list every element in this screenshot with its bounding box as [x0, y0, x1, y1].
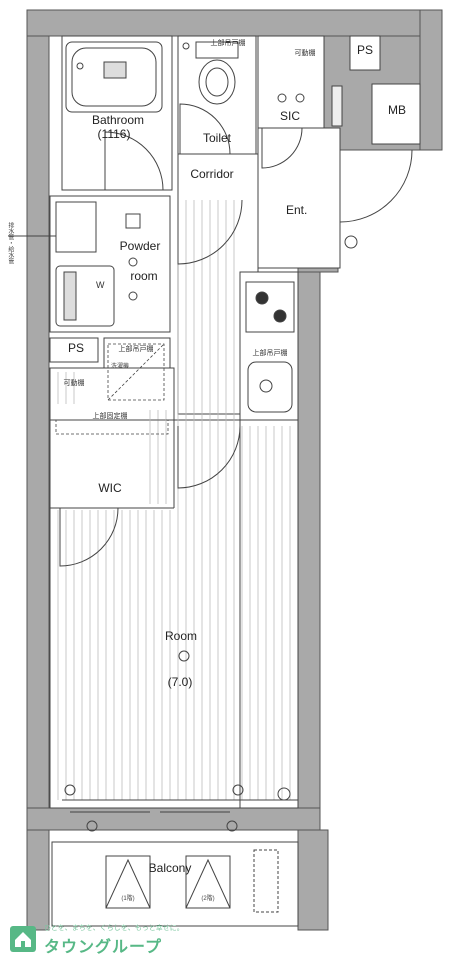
kitchen-stove [245, 281, 295, 413]
toilet-area [177, 35, 257, 155]
balcony-units [105, 849, 279, 913]
bathroom-size: (1116) [97, 127, 131, 141]
bathroom-door [104, 131, 164, 191]
washer-mark: W [96, 280, 105, 290]
balcony-area [51, 841, 299, 927]
wall-top [26, 9, 443, 37]
house-logo-icon [10, 926, 36, 952]
shelf-hatches [55, 343, 169, 435]
movable-shelf-mid: 可動棚 [63, 380, 85, 387]
sic-area [257, 35, 325, 129]
toilet-label: Toilet [202, 131, 232, 145]
wic-label: WIC [98, 481, 122, 495]
room-door [177, 425, 241, 489]
balcony-unit-left: (1階) [121, 896, 135, 902]
upper-shelf-wic: 上部固定棚 [92, 413, 128, 420]
entrance-door [339, 149, 413, 223]
wall-right-top [419, 9, 443, 151]
floor-stripes [57, 200, 291, 800]
toilet-fixture [182, 41, 239, 105]
bathtub [65, 41, 163, 113]
logo-name: タウングループ [44, 939, 163, 956]
balcony-label: Balcony [148, 861, 192, 875]
powder-label: Powder [119, 239, 161, 253]
balcony-unit-right: (2階) [201, 896, 215, 902]
entrance-area [257, 127, 341, 269]
pipe-note: 排水管・給水管 [6, 222, 13, 264]
washer-label: 洗濯機 [110, 364, 130, 370]
company-logo: ひとを、まちを、くらしを、もっと幸せに。 タウングループ [4, 920, 204, 958]
powder-door [177, 199, 243, 265]
room-size: (7.0) [167, 675, 193, 689]
entrance-label: Ent. [286, 203, 308, 217]
wall-balcony-right [297, 829, 329, 931]
logo-tagline: ひとを、まちを、くらしを、もっと幸せに。 [44, 925, 184, 932]
upper-cabinet-powder: 上部吊戸棚 [118, 346, 154, 353]
movable-shelf-top: 可動棚 [294, 50, 316, 57]
ps-mid-label: PS [67, 341, 85, 355]
sic-door [261, 127, 303, 169]
bathroom-label: Bathroom [91, 113, 145, 127]
detail-lines [8, 195, 298, 808]
wic-door [59, 507, 119, 567]
ps-top-area [349, 35, 381, 71]
wall-balcony-left [26, 829, 50, 931]
toilet-door [179, 103, 231, 155]
ps-mid-area [49, 337, 99, 363]
wall-right-room [297, 229, 321, 831]
powder-sub-label: room [130, 269, 158, 283]
wall-left [26, 9, 50, 831]
mb-area [371, 83, 421, 145]
upper-cabinet-kitchen: 上部吊戸棚 [252, 350, 288, 357]
upper-cabinet-toilet: 上部吊戸棚 [210, 40, 246, 47]
room-label: Room [164, 629, 198, 643]
mb-label: MB [388, 103, 406, 117]
ps-top-label: PS [356, 43, 374, 57]
wall-bottom-room [26, 807, 321, 831]
markers [64, 235, 358, 832]
sic-label: SIC [279, 109, 301, 123]
sic-fixtures [277, 85, 343, 127]
kitchen-area [239, 271, 299, 423]
doors [59, 103, 413, 813]
corridor-label: Corridor [190, 167, 234, 181]
powder-fixtures [55, 201, 141, 327]
